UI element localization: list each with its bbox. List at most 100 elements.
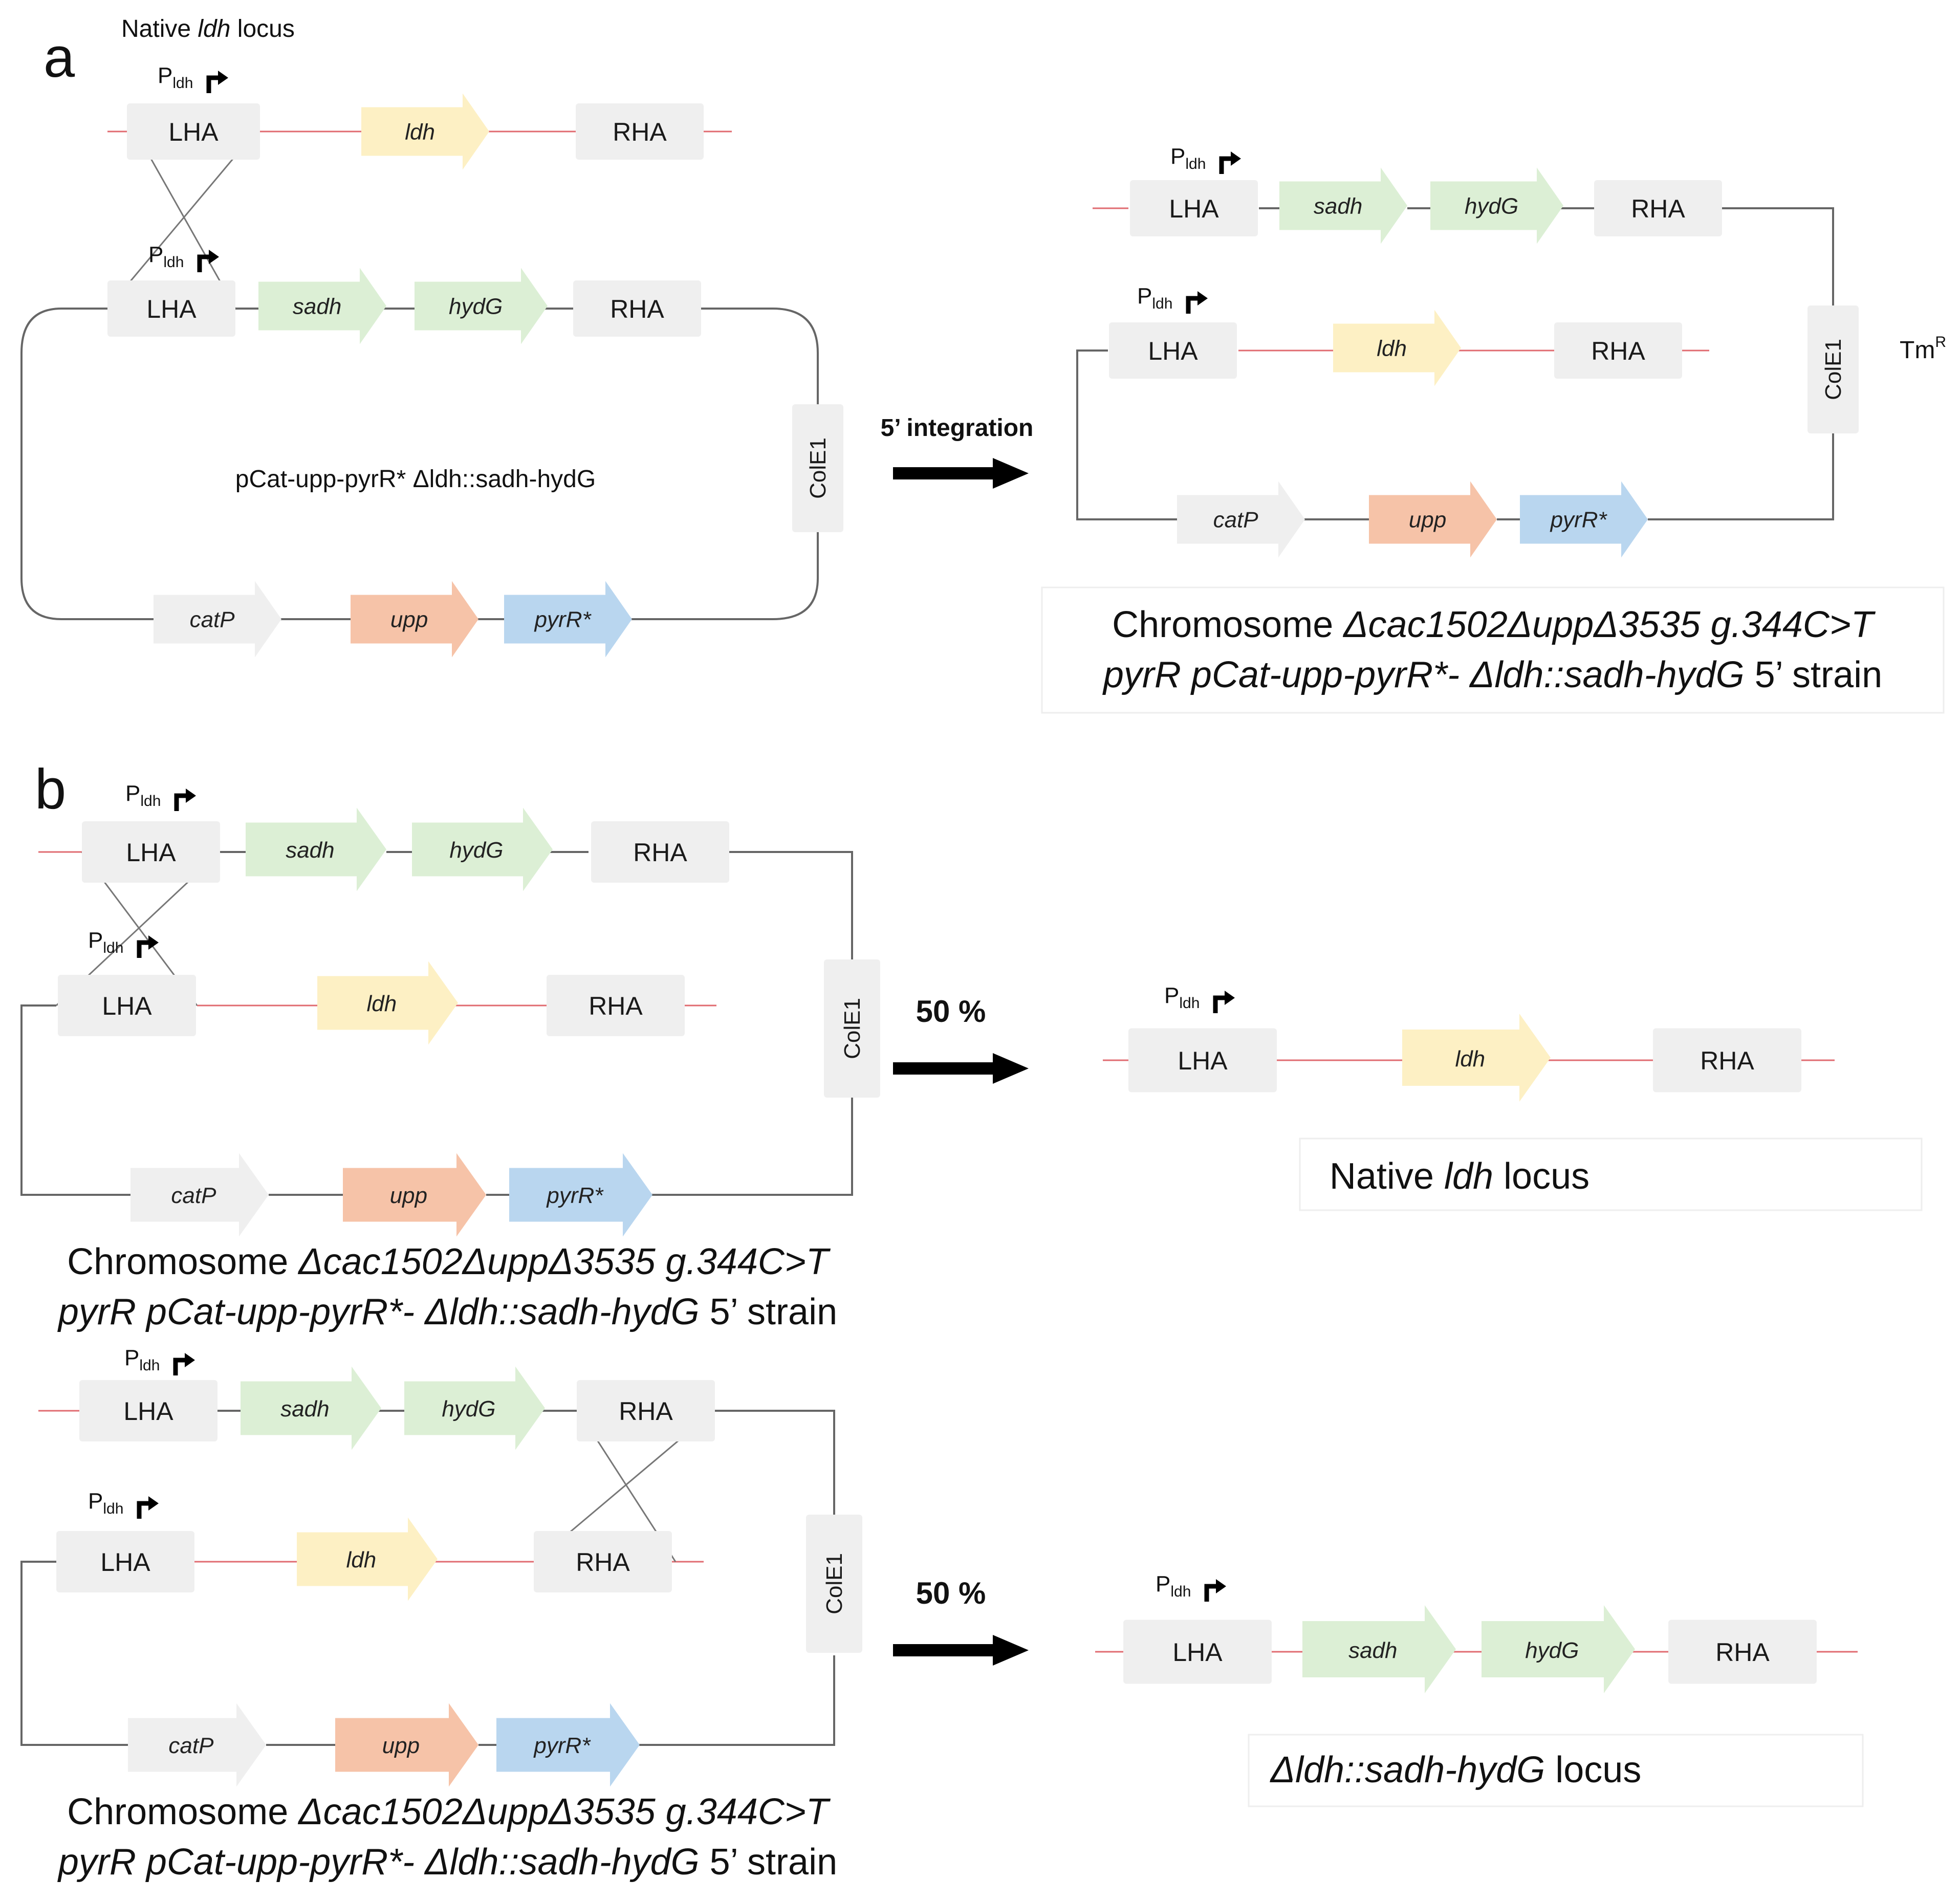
deletion-locus-caption: Δldh::sadh-hydG locus — [1270, 1750, 1642, 1790]
ldh-gene-label: ldh — [405, 119, 435, 144]
rha-box — [534, 1531, 672, 1592]
catp-gene-label: catP — [190, 607, 235, 632]
lha-label: LHA — [126, 838, 176, 867]
pyrr-gene-arrow — [504, 581, 632, 658]
promoter-arrow-icon — [1213, 995, 1227, 1013]
promoter-arrow-icon — [174, 793, 188, 811]
rha-box — [547, 975, 685, 1036]
sadh-gene-arrow — [258, 268, 386, 344]
lha-label: LHA — [102, 992, 152, 1020]
promoter-label: Pldh — [88, 928, 123, 956]
lha-box — [1109, 322, 1237, 379]
caption-box-a — [1041, 586, 1945, 714]
plasmid-backbone — [629, 532, 819, 620]
rha-box — [591, 821, 729, 883]
strain-caption-a-line2: pyrR pCat-upp-pyrR*- Δldh::sadh-hydG 5’ … — [1102, 654, 1882, 695]
lha-box — [79, 1380, 217, 1441]
pyrr-gene-label: pyrR* — [546, 1183, 604, 1208]
pyrr-gene-arrow — [496, 1703, 640, 1787]
promoter-label: Pldh — [88, 1489, 123, 1517]
plasmid-backbone — [637, 1655, 835, 1746]
rha-box — [576, 103, 704, 160]
promoter-label: Pldh — [1164, 983, 1200, 1012]
promoter-arrowhead-icon — [1197, 291, 1208, 305]
strain-caption-a-line1: Chromosome Δcac1502ΔuppΔ3535 g.344C>T — [1112, 604, 1876, 645]
plasmid-backbone — [1648, 432, 1834, 520]
sadh-gene-label: sadh — [1348, 1638, 1397, 1663]
lha-label: LHA — [168, 118, 219, 146]
hydg-gene-label: hydG — [1525, 1638, 1579, 1663]
rha-label: RHA — [613, 118, 667, 146]
ldh-gene-label: ldh — [346, 1547, 377, 1572]
plasmid-backbone — [650, 1098, 853, 1196]
promoter-arrow-icon — [137, 940, 150, 958]
promoter-arrowhead-icon — [209, 250, 219, 264]
sadh-gene-label: sadh — [286, 838, 334, 863]
pyrr-gene-arrow — [1520, 481, 1648, 558]
lha-box — [56, 1531, 194, 1592]
upp-gene-label: upp — [390, 1183, 427, 1208]
rha-label: RHA — [1591, 337, 1645, 365]
cole1-box — [792, 404, 843, 532]
strain-caption-b1-line1: Chromosome Δcac1502ΔuppΔ3535 g.344C>T — [67, 1241, 831, 1282]
promoter-label: Pldh — [1156, 1571, 1191, 1600]
promoter-arrow-icon — [137, 1501, 150, 1519]
lha-box — [58, 975, 196, 1036]
rha-box — [1653, 1028, 1801, 1092]
upp-gene-label: upp — [390, 607, 428, 632]
text-labels: a b Native ldh locus pCat-upp-pyrR* Δldh… — [35, 15, 1946, 1758]
plasmid-name: pCat-upp-pyrR* Δldh::sadh-hydG — [235, 466, 596, 493]
lha-label: LHA — [146, 295, 197, 323]
rha-label: RHA — [1715, 1638, 1770, 1667]
lha-box — [127, 103, 260, 160]
panel-label-a: a — [43, 26, 75, 89]
promoter-arrowhead-icon — [1225, 991, 1235, 1005]
pyrr-gene-arrow — [509, 1153, 652, 1237]
process-arrowhead-icon — [993, 1053, 1029, 1084]
tmr-label: TmR — [1900, 334, 1946, 364]
native-locus-caption: Native ldh locus — [1330, 1156, 1589, 1197]
catp-gene-label: catP — [171, 1183, 216, 1208]
caption-box-deletion — [1248, 1734, 1864, 1807]
promoter-arrow-icon — [1219, 156, 1233, 174]
upp-gene-arrow — [335, 1703, 478, 1787]
rha-box — [1594, 180, 1722, 236]
hydg-gene-label: hydG — [449, 294, 503, 319]
cole1-box — [806, 1515, 862, 1653]
ldh-gene-arrow — [297, 1517, 438, 1601]
promoter-label: Pldh — [124, 1345, 160, 1374]
pyrr-gene-label: pyrR* — [533, 1733, 591, 1758]
hydg-gene-label: hydG — [1465, 193, 1518, 218]
lha-label: LHA — [1178, 1046, 1228, 1075]
hydg-gene-arrow — [1430, 167, 1563, 244]
promoter-arrowhead-icon — [148, 935, 159, 950]
promoter-label: Pldh — [158, 63, 193, 92]
plasmid-backbone — [20, 1004, 130, 1196]
plasmid-backbone — [701, 308, 819, 404]
ldh-gene-arrow — [317, 961, 458, 1045]
hydg-gene-label: hydG — [449, 838, 503, 863]
promoter-arrowhead-icon — [148, 1496, 159, 1511]
sadh-gene-arrow — [1302, 1605, 1456, 1693]
lha-box — [107, 280, 235, 337]
rha-box — [1668, 1620, 1817, 1684]
promoter-arrowhead-icon — [186, 789, 196, 803]
promoter-label: Pldh — [148, 242, 184, 271]
percent-label-1: 50 % — [916, 994, 986, 1029]
plasmid-backbone — [1719, 207, 1834, 307]
pyrr-gene-label: pyrR* — [1550, 507, 1608, 532]
lha-label: LHA — [100, 1548, 150, 1577]
ldh-gene-arrow — [361, 93, 489, 170]
hydg-gene-arrow — [1482, 1605, 1635, 1693]
lha-box — [82, 821, 220, 883]
promoter-arrowhead-icon — [185, 1353, 195, 1367]
catp-gene-arrow — [130, 1153, 269, 1237]
plasmid-backbone — [20, 1561, 128, 1746]
lha-box — [1130, 180, 1258, 236]
panel-label-b: b — [35, 758, 66, 821]
rha-label: RHA — [589, 992, 643, 1020]
native-ldh-locus-title: Native ldh locus — [121, 15, 295, 42]
hydg-gene-arrow — [415, 268, 548, 344]
sadh-gene-arrow — [241, 1366, 381, 1450]
